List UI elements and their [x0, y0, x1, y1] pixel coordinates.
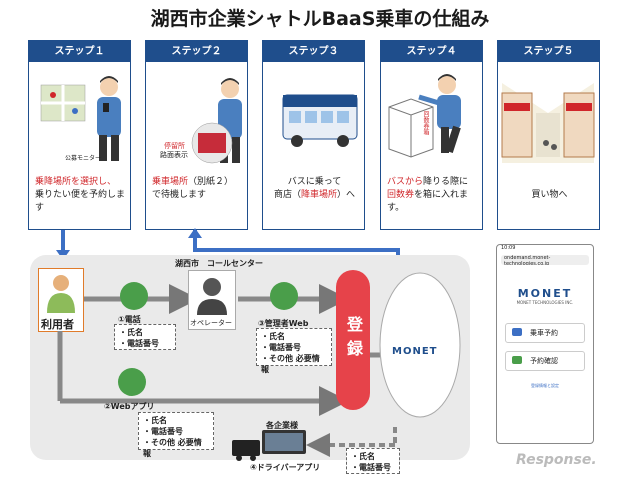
phone-brand-sub: MONET TECHNOLOGIES INC.: [516, 300, 574, 305]
step-3-text: バスに乗って商店（降車場所）へ: [273, 177, 356, 200]
step-1-header: ステップ１: [29, 41, 130, 62]
user-icon: [47, 275, 75, 313]
step-3-header: ステップ３: [263, 41, 364, 62]
driver-app-label: ④ドライバーアプリ: [250, 463, 321, 472]
step-5-text: 買い物へ: [531, 190, 568, 200]
step-1-panel: ステップ１ 公募モニター 乗降場所を選択し、乗りたい便を予約します: [28, 40, 131, 230]
bus-illustration: [282, 94, 358, 147]
phone-status-time: 10:09: [501, 245, 516, 251]
shopping-street-illustration: [501, 83, 595, 163]
phone-info-box: ・氏名・電話番号: [114, 324, 176, 350]
step-1-text: 乗降場所を選択し、乗りたい便を予約します: [35, 177, 126, 213]
page-title: 湖西市企業シャトルBaaS乗車の仕組み: [150, 8, 490, 30]
web-app-icon: [118, 368, 146, 396]
operator-box: [188, 270, 236, 330]
step-4-text: バスから降りる際に回数券を箱に入れます。: [387, 177, 469, 213]
step-2-text: 乗車場所（別紙２）で待機します: [152, 177, 234, 200]
bus-stop-illustration: [191, 78, 242, 164]
operator-label: オペレーター: [190, 319, 232, 327]
phone-footer-link[interactable]: 登録情報と設定: [531, 383, 559, 388]
step-2-panel: ステップ２ 停留所 路面表示 乗車場所（別紙２）で待機します: [145, 40, 248, 230]
register-box: 登録: [336, 270, 370, 410]
step-4-panel: ステップ４ 回数券箱 バスから降りる際に回数券を箱に入れます。: [380, 40, 483, 230]
phone-brand: MONET: [517, 287, 573, 300]
operator-icon: [197, 278, 227, 315]
phone-icon: [120, 282, 148, 310]
phone-label: ①電話: [118, 315, 141, 324]
reserve-button[interactable]: 乗車予約: [505, 323, 585, 343]
phone-url-bar[interactable]: ondemand.monet-technologies.co.jp: [501, 255, 589, 265]
confirm-button[interactable]: 予約確認: [505, 351, 585, 371]
car-icon: [512, 328, 522, 336]
step-1-caption: 公募モニター: [65, 155, 102, 162]
arrow-up-icon: [188, 228, 202, 238]
admin-web-info-box: ・氏名・電話番号・その他 必要情報: [256, 328, 332, 374]
user-box: [38, 268, 84, 332]
step-5-header: ステップ５: [498, 41, 599, 62]
monet-label: MONET: [392, 346, 438, 357]
call-center-label: 湖西市 コールセンター: [175, 259, 263, 268]
step2-connector: [193, 230, 197, 252]
ticket-box-label: 回数券箱: [422, 111, 429, 135]
tablet-icon: [262, 430, 306, 454]
admin-web-icon: [270, 282, 298, 310]
admin-web-label: ③管理者Web: [258, 319, 309, 328]
step-3-panel: ステップ３ バスに乗って商店（降車場所）へ: [262, 40, 365, 230]
step-2-caption-stop: 停留所: [164, 142, 185, 150]
driver-info-box: ・氏名・電話番号: [346, 448, 400, 474]
step-5-panel: ステップ５ 買い物へ: [497, 40, 600, 230]
step-2-caption-road: 路面表示: [160, 151, 188, 159]
user-label: 利用者: [41, 318, 74, 331]
ticket-box-illustration: [388, 74, 461, 158]
monet-cloud: [379, 272, 461, 418]
step1-to-user-arrow: [61, 230, 65, 252]
web-app-label: ②Webアプリ: [104, 402, 155, 411]
phone-mockup: 10:09 ondemand.monet-technologies.co.jp …: [496, 244, 594, 444]
companies-label: 各企業様: [266, 421, 298, 430]
web-app-info-box: ・氏名・電話番号・その他 必要情報: [138, 412, 214, 458]
bus-icon: [232, 440, 260, 461]
document-icon: [512, 356, 522, 364]
step-2-header: ステップ２: [146, 41, 247, 62]
top-connector: [193, 248, 398, 252]
map-person-illustration: [40, 76, 121, 161]
step-4-header: ステップ４: [381, 41, 482, 62]
response-watermark: Response.: [516, 452, 597, 468]
